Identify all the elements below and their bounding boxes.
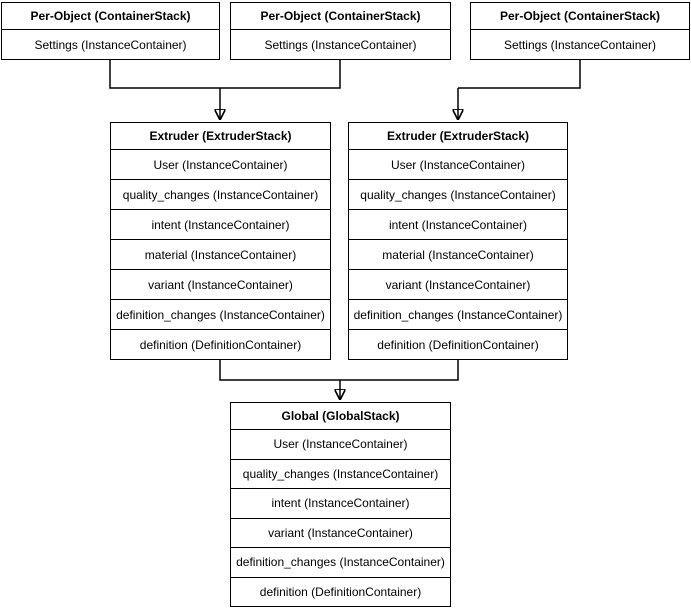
node-global: Global (GlobalStack) User (InstanceConta… <box>230 402 451 607</box>
row-intent: intent (InstanceContainer) <box>111 209 330 239</box>
row-definition-changes: definition_changes (InstanceContainer) <box>349 299 567 329</box>
node-per-object-3: Per-Object (ContainerStack) Settings (In… <box>470 2 690 60</box>
row-definition: definition (DefinitionContainer) <box>231 576 450 607</box>
node-title: Per-Object (ContainerStack) <box>30 9 191 23</box>
node-per-object-2: Per-Object (ContainerStack) Settings (In… <box>230 2 451 60</box>
node-title: Global (GlobalStack) <box>281 409 400 423</box>
row-user: User (InstanceContainer) <box>111 149 330 179</box>
row-settings: Settings (InstanceContainer) <box>2 29 219 59</box>
row-variant: variant (InstanceContainer) <box>349 269 567 299</box>
node-extruder-2: Extruder (ExtruderStack) User (InstanceC… <box>348 122 568 360</box>
row-user: User (InstanceContainer) <box>349 149 567 179</box>
row-definition: definition (DefinitionContainer) <box>349 329 567 359</box>
row-settings: Settings (InstanceContainer) <box>471 29 689 59</box>
node-title: Extruder (ExtruderStack) <box>386 129 530 143</box>
connector-extruders-rail <box>219 360 459 381</box>
row-variant: variant (InstanceContainer) <box>111 269 330 299</box>
row-settings: Settings (InstanceContainer) <box>231 29 450 59</box>
row-material: material (InstanceContainer) <box>111 239 330 269</box>
node-title: Per-Object (ContainerStack) <box>260 9 421 23</box>
node-per-object-1: Per-Object (ContainerStack) Settings (In… <box>1 2 220 60</box>
row-intent: intent (InstanceContainer) <box>349 209 567 239</box>
row-definition-changes: definition_changes (InstanceContainer) <box>111 299 330 329</box>
row-material: material (InstanceContainer) <box>349 239 567 269</box>
row-quality-changes: quality_changes (InstanceContainer) <box>349 179 567 209</box>
row-quality-changes: quality_changes (InstanceContainer) <box>231 458 450 489</box>
row-intent: intent (InstanceContainer) <box>231 488 450 518</box>
row-definition: definition (DefinitionContainer) <box>111 329 330 359</box>
connector-per-object-3-rail <box>458 59 581 89</box>
row-user: User (InstanceContainer) <box>231 429 450 459</box>
connector-per-object-1-2-rail <box>109 59 341 89</box>
node-title: Per-Object (ContainerStack) <box>499 9 661 23</box>
row-variant: variant (InstanceContainer) <box>231 517 450 548</box>
row-definition-changes: definition_changes (InstanceContainer) <box>231 547 450 577</box>
node-extruder-1: Extruder (ExtruderStack) User (InstanceC… <box>110 122 331 360</box>
row-quality-changes: quality_changes (InstanceContainer) <box>111 179 330 209</box>
node-title: Extruder (ExtruderStack) <box>149 129 292 143</box>
